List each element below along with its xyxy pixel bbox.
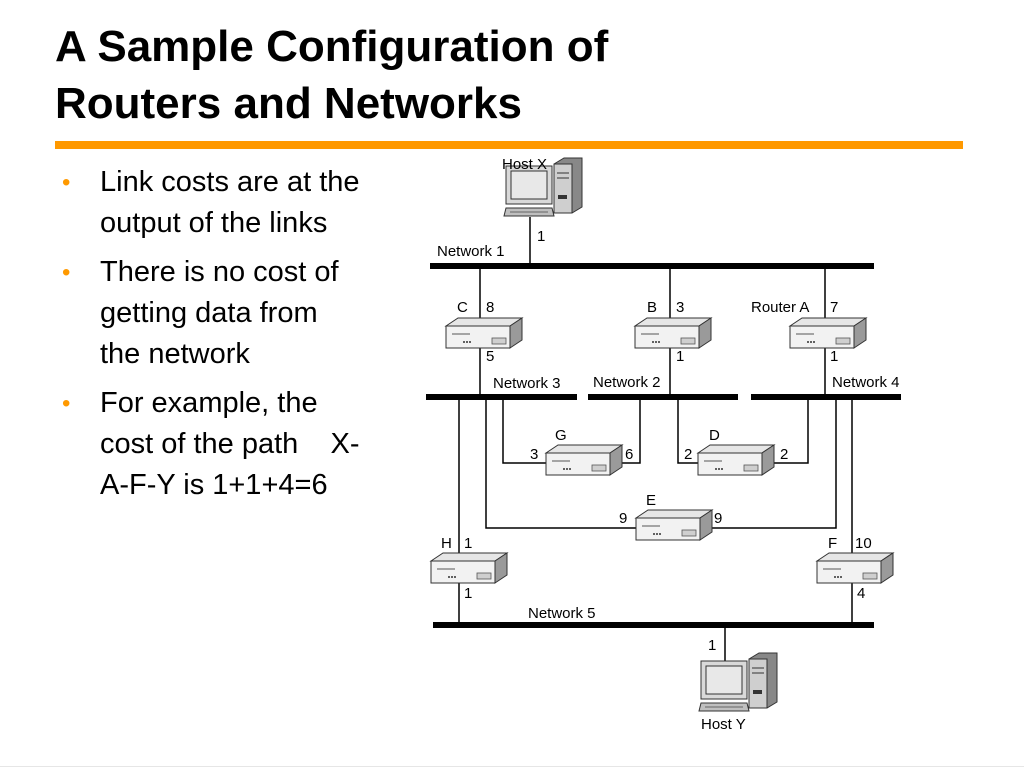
router-d-label: D xyxy=(709,427,720,444)
router-c-icon xyxy=(445,317,523,349)
router-g-label: G xyxy=(555,427,567,444)
router-e-icon xyxy=(635,509,713,541)
cost-label: 3 xyxy=(676,299,684,316)
cost-label: 6 xyxy=(625,446,633,463)
router-b-label: B xyxy=(647,299,657,316)
cost-label: 1 xyxy=(537,228,545,245)
bullet-icon: • xyxy=(62,259,71,286)
slide-bottom-border xyxy=(0,766,1024,767)
cost-label: 3 xyxy=(530,446,538,463)
slide-title: A Sample Configuration of Routers and Ne… xyxy=(55,18,975,132)
cost-label: 2 xyxy=(684,446,692,463)
bullet-icon: • xyxy=(62,390,71,417)
bullet-item: •Link costs are at the output of the lin… xyxy=(60,162,360,244)
router-e-label: E xyxy=(646,492,656,509)
cost-label: 1 xyxy=(830,348,838,365)
network-4-bus xyxy=(751,394,901,400)
cost-label: 2 xyxy=(780,446,788,463)
router-f-label: F xyxy=(828,535,837,552)
network-3-label: Network 3 xyxy=(493,375,561,392)
cost-label: 1 xyxy=(708,637,716,654)
cost-label: 9 xyxy=(714,510,722,527)
router-c-label: C xyxy=(457,299,468,316)
router-h-icon xyxy=(430,552,508,584)
network-1-bus xyxy=(430,263,874,269)
network-5-label: Network 5 xyxy=(528,605,596,622)
title-line-2: Routers and Networks xyxy=(55,79,522,128)
cost-label: 1 xyxy=(676,348,684,365)
router-f-icon xyxy=(816,552,894,584)
router-a-icon xyxy=(789,317,867,349)
cost-label: 4 xyxy=(857,585,865,602)
bullet-item: • There is no cost of getting data from t… xyxy=(60,252,360,375)
router-b-icon xyxy=(634,317,712,349)
cost-label: 5 xyxy=(486,348,494,365)
bullet-text: There is no cost of getting data from th… xyxy=(100,256,347,370)
bullet-text: For example, the cost of the path X-A-F-… xyxy=(100,387,360,501)
cost-label: 9 xyxy=(619,510,627,527)
bullet-list: •Link costs are at the output of the lin… xyxy=(60,162,360,514)
bullet-text: Link costs are at the output of the link… xyxy=(100,166,368,239)
bullet-item: • For example, the cost of the path X-A-F… xyxy=(60,383,360,506)
title-line-1: A Sample Configuration of xyxy=(55,22,609,71)
network-2-bus xyxy=(588,394,738,400)
bullet-icon: • xyxy=(62,169,71,196)
cost-label: 1 xyxy=(464,535,472,552)
network-3-bus xyxy=(426,394,577,400)
host-y-computer-icon xyxy=(698,652,778,712)
network-4-label: Network 4 xyxy=(832,374,900,391)
host-x-label: Host X xyxy=(502,156,547,173)
router-h-label: H xyxy=(441,535,452,552)
router-a-label: Router A xyxy=(751,299,809,316)
cost-label: 1 xyxy=(464,585,472,602)
title-divider xyxy=(55,141,963,149)
cost-label: 8 xyxy=(486,299,494,316)
cost-label: 10 xyxy=(855,535,872,552)
network-2-label: Network 2 xyxy=(593,374,661,391)
router-g-icon xyxy=(545,444,623,476)
cost-label: 7 xyxy=(830,299,838,316)
network-5-bus xyxy=(433,622,874,628)
router-d-icon xyxy=(697,444,775,476)
network-1-label: Network 1 xyxy=(437,243,505,260)
link-lines xyxy=(458,217,853,662)
host-y-label: Host Y xyxy=(701,716,746,733)
